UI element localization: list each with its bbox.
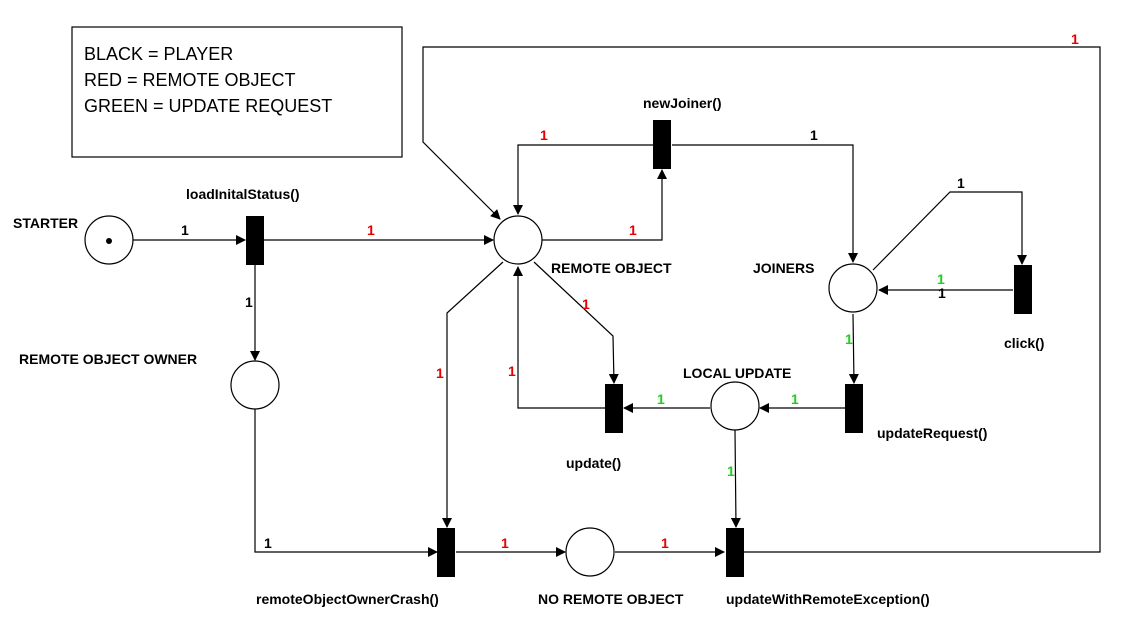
label-starter: STARTER <box>13 215 78 231</box>
arc-exception-to-remote-object <box>422 46 1101 553</box>
weight-load-to-owner: 1 <box>245 294 253 310</box>
arc-update-to-remote-object <box>513 266 605 409</box>
arc-joiners-to-update-request <box>848 313 859 384</box>
weight-local-update-to-exception: 1 <box>727 463 735 479</box>
transition-update <box>605 384 623 433</box>
legend-remote-object: RED = REMOTE OBJECT <box>84 70 296 90</box>
arc-newjoiner-to-remote-object <box>513 144 653 215</box>
weight-remote-object-to-newjoiner: 1 <box>629 222 637 238</box>
place-no-remote-object <box>565 527 615 577</box>
transition-load-initial-status <box>246 216 264 265</box>
places <box>84 215 878 577</box>
weight-joiners-to-click: 1 <box>957 175 965 191</box>
token <box>106 238 112 244</box>
weight-no-remote-object-to-exception: 1 <box>661 535 669 551</box>
transition-update-request <box>845 384 863 433</box>
label-remote-object: REMOTE OBJECT <box>551 260 672 276</box>
arc-remote-object-to-crash <box>442 261 504 528</box>
arc-remote-object-to-newjoiner <box>542 169 667 241</box>
place-local-update <box>710 381 760 431</box>
weight-exception-to-remote-object: 1 <box>1071 31 1079 47</box>
legend-update-request: GREEN = UPDATE REQUEST <box>84 96 332 116</box>
label-update-with-remote-exception: updateWithRemoteException() <box>726 591 930 607</box>
place-labels: STARTER REMOTE OBJECT REMOTE OBJECT OWNE… <box>13 215 814 607</box>
arc-local-update-to-exception <box>730 429 741 528</box>
label-click: click() <box>1004 335 1044 351</box>
arc-remote-object-to-update <box>533 261 619 384</box>
weight-update-request-to-local-update: 1 <box>791 391 799 407</box>
transitions <box>246 120 1032 577</box>
arc-newjoiner-to-joiners <box>672 144 858 263</box>
weight-owner-to-crash: 1 <box>264 535 272 551</box>
weight-remote-object-to-crash: 1 <box>436 365 444 381</box>
transition-labels: loadInitalStatus() newJoiner() click() u… <box>186 95 1044 607</box>
legend-player: BLACK = PLAYER <box>84 44 233 64</box>
arc-owner-to-crash <box>254 409 438 557</box>
arc-weights: 1 1 1 1 1 1 1 1 1 1 1 1 1 1 1 1 1 1 1 1 <box>181 31 1079 551</box>
transition-click <box>1014 265 1032 314</box>
place-remote-object-owner <box>230 360 280 410</box>
transition-new-joiner <box>653 120 671 169</box>
weight-remote-object-to-update: 1 <box>582 296 590 312</box>
weight-joiners-to-update-request: 1 <box>845 331 853 347</box>
weight-newjoiner-to-joiners: 1 <box>810 127 818 143</box>
weight-crash-to-no-remote-object: 1 <box>501 535 509 551</box>
weight-click-to-joiners-black: 1 <box>938 285 946 301</box>
arcs <box>133 46 1101 557</box>
label-local-update: LOCAL UPDATE <box>683 365 791 381</box>
label-new-joiner: newJoiner() <box>643 95 722 111</box>
transition-remote-object-owner-crash <box>437 528 455 577</box>
place-joiners <box>828 263 878 313</box>
weight-local-update-to-update: 1 <box>657 391 665 407</box>
weight-update-to-remote-object: 1 <box>508 363 516 379</box>
legend: BLACK = PLAYER RED = REMOTE OBJECT GREEN… <box>71 26 403 158</box>
transition-update-with-remote-exception <box>726 528 744 577</box>
place-remote-object <box>493 215 543 265</box>
label-load-initial-status: loadInitalStatus() <box>186 186 300 202</box>
label-joiners: JOINERS <box>753 260 814 276</box>
arc-joiners-to-click <box>872 191 1027 271</box>
label-remote-object-owner: REMOTE OBJECT OWNER <box>19 351 197 367</box>
label-update-request: updateRequest() <box>877 425 987 441</box>
weight-load-to-remote-object: 1 <box>367 222 375 238</box>
weight-click-to-joiners-green: 1 <box>937 271 945 287</box>
label-update: update() <box>566 455 621 471</box>
label-remote-object-owner-crash: remoteObjectOwnerCrash() <box>256 591 439 607</box>
label-no-remote-object: NO REMOTE OBJECT <box>538 591 684 607</box>
legend-box <box>71 26 403 158</box>
weight-starter-to-load: 1 <box>181 222 189 238</box>
weight-newjoiner-to-remote-object: 1 <box>540 127 548 143</box>
